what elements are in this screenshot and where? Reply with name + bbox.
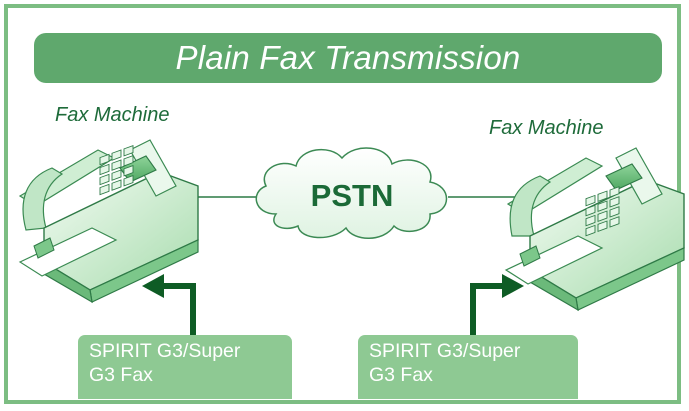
- spirit-callout-right: SPIRIT G3/Super G3 Fax: [358, 335, 578, 399]
- spirit-callout-left: SPIRIT G3/Super G3 Fax: [78, 335, 292, 399]
- fax-machine-label-left: Fax Machine: [55, 104, 170, 126]
- fax-machine-label-right: Fax Machine: [489, 117, 604, 139]
- arrow-left-icon: [142, 274, 196, 336]
- pstn-cloud-icon: [255, 147, 448, 239]
- fax-machine-left-icon: [18, 139, 199, 304]
- callout-right-line-1: SPIRIT G3/Super: [369, 340, 521, 362]
- pstn-label: PSTN: [310, 178, 394, 213]
- diagram-title: Plain Fax Transmission: [34, 33, 662, 83]
- callout-left-line-2: G3 Fax: [89, 364, 153, 386]
- arrow-right-icon: [470, 274, 524, 336]
- callout-right-line-2: G3 Fax: [369, 364, 433, 386]
- fax-machine-right-icon: [504, 147, 685, 312]
- callout-left-line-1: SPIRIT G3/Super: [89, 340, 241, 362]
